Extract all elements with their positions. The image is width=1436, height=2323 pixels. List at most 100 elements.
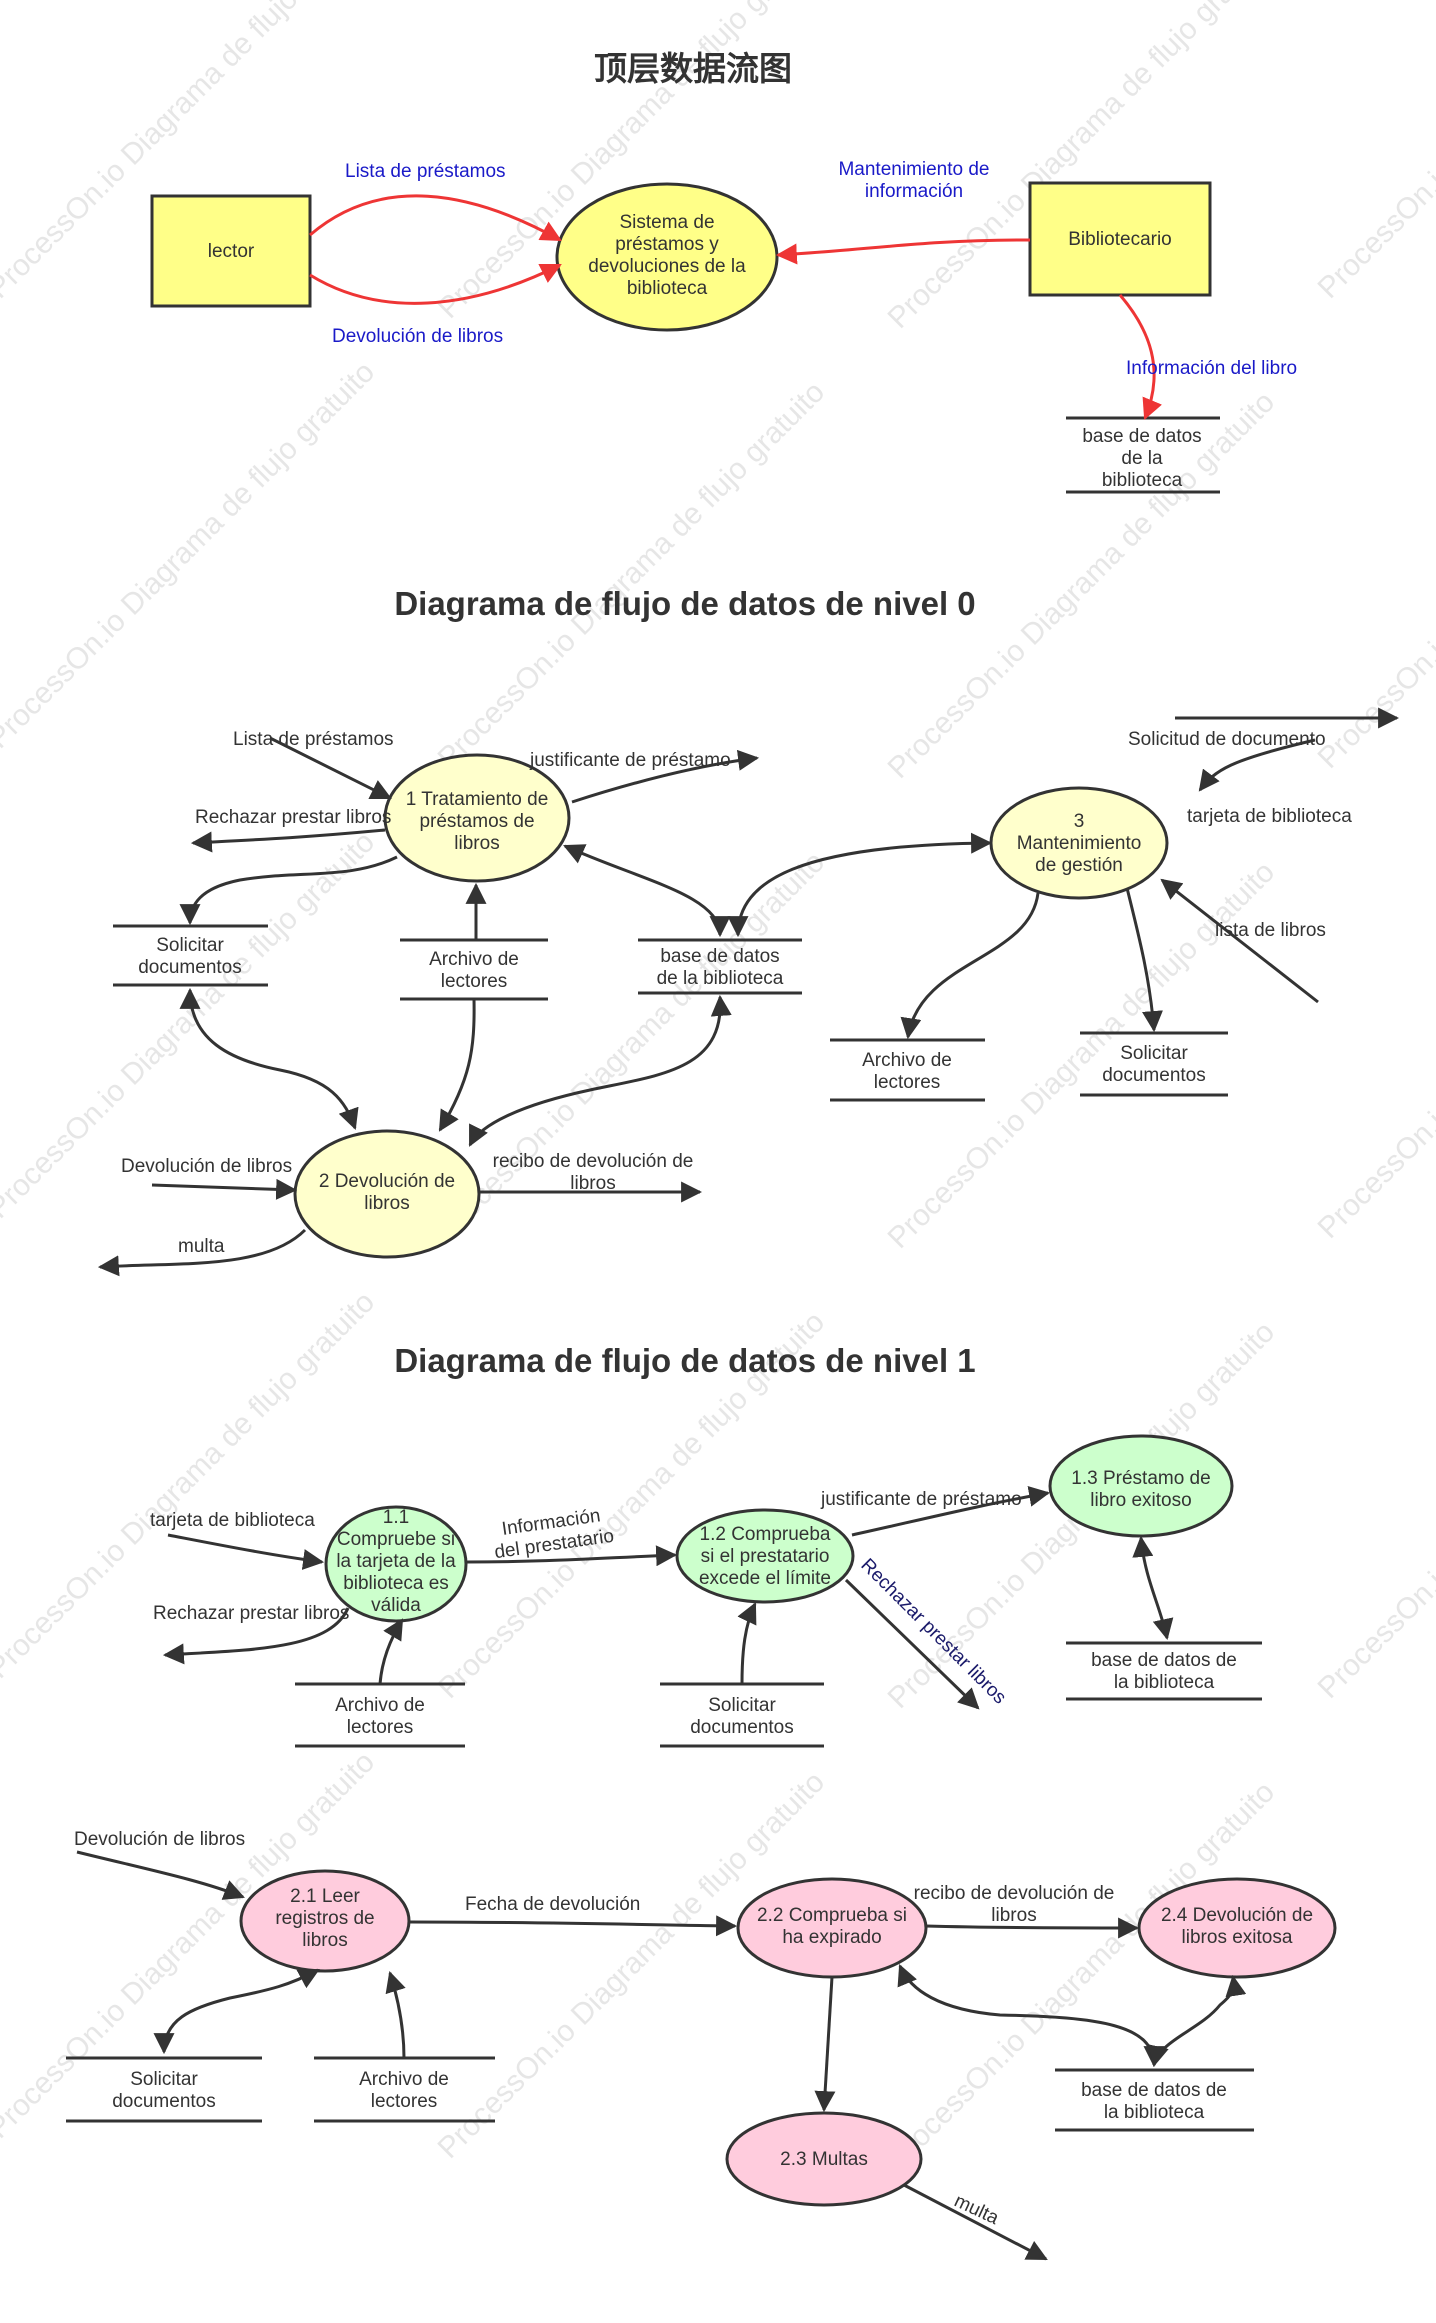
text-line: 1.3 Préstamo de bbox=[1071, 1468, 1210, 1489]
text-line: libros bbox=[302, 1930, 347, 1951]
label-tarjeta: tarjeta de biblioteca bbox=[150, 1510, 315, 1531]
text-line: 2.4 Devolución de bbox=[1161, 1905, 1313, 1926]
flow-justificante-out[interactable] bbox=[571, 749, 760, 804]
flow-recibo[interactable] bbox=[925, 1917, 1140, 1939]
flow-tarjeta-in[interactable] bbox=[1198, 738, 1316, 792]
label-tarjeta: tarjeta de biblioteca bbox=[1187, 806, 1352, 827]
flow-p22-p23[interactable] bbox=[814, 1976, 836, 2113]
flow-p1-base[interactable] bbox=[563, 844, 731, 938]
flow-devolucion-in[interactable] bbox=[76, 1850, 245, 1900]
process-1-tratamiento[interactable] bbox=[383, 753, 571, 883]
flow-info-libro[interactable] bbox=[1118, 294, 1162, 420]
flow-base-p3[interactable] bbox=[727, 832, 993, 938]
text-line: Archivo de bbox=[862, 1050, 952, 1071]
process-2-3[interactable] bbox=[725, 2111, 923, 2207]
flow-solicitar-p2[interactable] bbox=[179, 987, 359, 1130]
flow-lista-prestamos[interactable] bbox=[309, 194, 562, 242]
text-line: libros bbox=[570, 1173, 615, 1194]
text-line: de gestión bbox=[1035, 855, 1123, 876]
level1-title: Diagrama de flujo de datos de nivel 1 bbox=[394, 1342, 975, 1379]
flow-informacion[interactable] bbox=[465, 1545, 678, 1567]
label-rechazar: Rechazar prestar libros bbox=[195, 807, 391, 828]
flow-p1-solicitar[interactable] bbox=[179, 855, 398, 926]
text-line: libros bbox=[364, 1193, 409, 1214]
flow-base-p22[interactable] bbox=[897, 1964, 1165, 2068]
level0-title: Diagrama de flujo de datos de nivel 0 bbox=[394, 585, 975, 622]
text-line: documentos bbox=[690, 1717, 794, 1738]
text-line: Compruebe si bbox=[337, 1529, 455, 1550]
text-line: 2 Devolución de bbox=[319, 1171, 455, 1192]
text-line: base de datos bbox=[660, 946, 779, 967]
flow-justificante[interactable] bbox=[851, 1485, 1051, 1537]
entity-bibliotecario[interactable] bbox=[1028, 181, 1212, 297]
watermark-text: ProcessOn.io Diagrama de flujo gratuito bbox=[432, 375, 831, 774]
text-line: 3 bbox=[1074, 811, 1085, 832]
top-title: 顶层数据流图 bbox=[594, 50, 792, 87]
flow-archivo-p2[interactable] bbox=[438, 998, 476, 1132]
flow-devolucion-libros[interactable] bbox=[309, 263, 562, 305]
flow-tarjeta-in[interactable] bbox=[167, 1533, 325, 1570]
flow-p13-base[interactable] bbox=[1132, 1535, 1174, 1641]
text-line: Mantenimiento de bbox=[838, 159, 989, 180]
flow-p3-solicitar[interactable] bbox=[1125, 887, 1163, 1033]
flow-archivo-p21[interactable] bbox=[385, 1970, 406, 2059]
flow-multa-out[interactable] bbox=[97, 1228, 307, 1277]
label-justificante: justificante de préstamo bbox=[820, 1489, 1022, 1510]
text-line: 1.2 Comprueba bbox=[700, 1524, 831, 1545]
flow-lista-libros-in[interactable] bbox=[1160, 878, 1319, 1004]
text-line: Archivo de bbox=[429, 949, 519, 970]
flow-archivo-p11[interactable] bbox=[378, 1618, 404, 1685]
flow-multa-out[interactable] bbox=[903, 2183, 1048, 2261]
label-info-libro: Información del libro bbox=[1126, 358, 1297, 379]
flow-mantenimiento[interactable] bbox=[775, 238, 1031, 265]
flow-base-p24[interactable] bbox=[1148, 1974, 1247, 2068]
text-line: base de datos de bbox=[1091, 1650, 1237, 1671]
text-line: de la bbox=[1121, 448, 1163, 469]
flow-p3-archivo[interactable] bbox=[900, 892, 1040, 1040]
label-devolucion: Devolución de libros bbox=[332, 326, 503, 347]
flow-rechazar-diag[interactable] bbox=[844, 1578, 980, 1710]
watermark-text: ProcessOn.io Diagrama de flujo gratuito bbox=[1312, 0, 1436, 305]
text-line: lectores bbox=[371, 2091, 438, 2112]
watermark-text: ProcessOn.io Diagrama de flujo gratuito bbox=[0, 1285, 381, 1684]
flow-rechazar-out[interactable] bbox=[162, 1607, 350, 1665]
flow-base-p2[interactable] bbox=[468, 994, 732, 1147]
process-2-1[interactable] bbox=[239, 1869, 411, 1973]
label-fecha: Fecha de devolución bbox=[465, 1894, 640, 1915]
text-line: 2.3 Multas bbox=[780, 2149, 868, 2170]
watermark-text: ProcessOn.io Diagrama de flujo gratuito bbox=[1312, 845, 1436, 1244]
text-line: documentos bbox=[1102, 1065, 1206, 1086]
watermark-text: ProcessOn.io Diagrama de flujo gratuito bbox=[1312, 1305, 1436, 1704]
text-line: Mantenimiento bbox=[1017, 833, 1142, 854]
flow-devolucion-in[interactable] bbox=[151, 1178, 298, 1200]
text-line: la tarjeta de la bbox=[336, 1551, 456, 1572]
text-line: Archivo de bbox=[335, 1695, 425, 1716]
flow-fecha[interactable] bbox=[409, 1915, 738, 1937]
flow-rechazar-out[interactable] bbox=[190, 828, 386, 853]
text-line: Solicitar bbox=[130, 2069, 198, 2090]
flow-lista-prestamos-in[interactable] bbox=[269, 736, 392, 800]
flow-solicitar-p21[interactable] bbox=[153, 1968, 320, 2055]
entity-lector[interactable] bbox=[150, 194, 312, 308]
text-line: biblioteca bbox=[1102, 470, 1183, 491]
flow-solicitar-p12[interactable] bbox=[737, 1602, 757, 1685]
watermark-text: ProcessOn.io Diagrama de flujo gratuito bbox=[0, 355, 381, 754]
label-lista-prestamos: Lista de préstamos bbox=[233, 729, 394, 750]
